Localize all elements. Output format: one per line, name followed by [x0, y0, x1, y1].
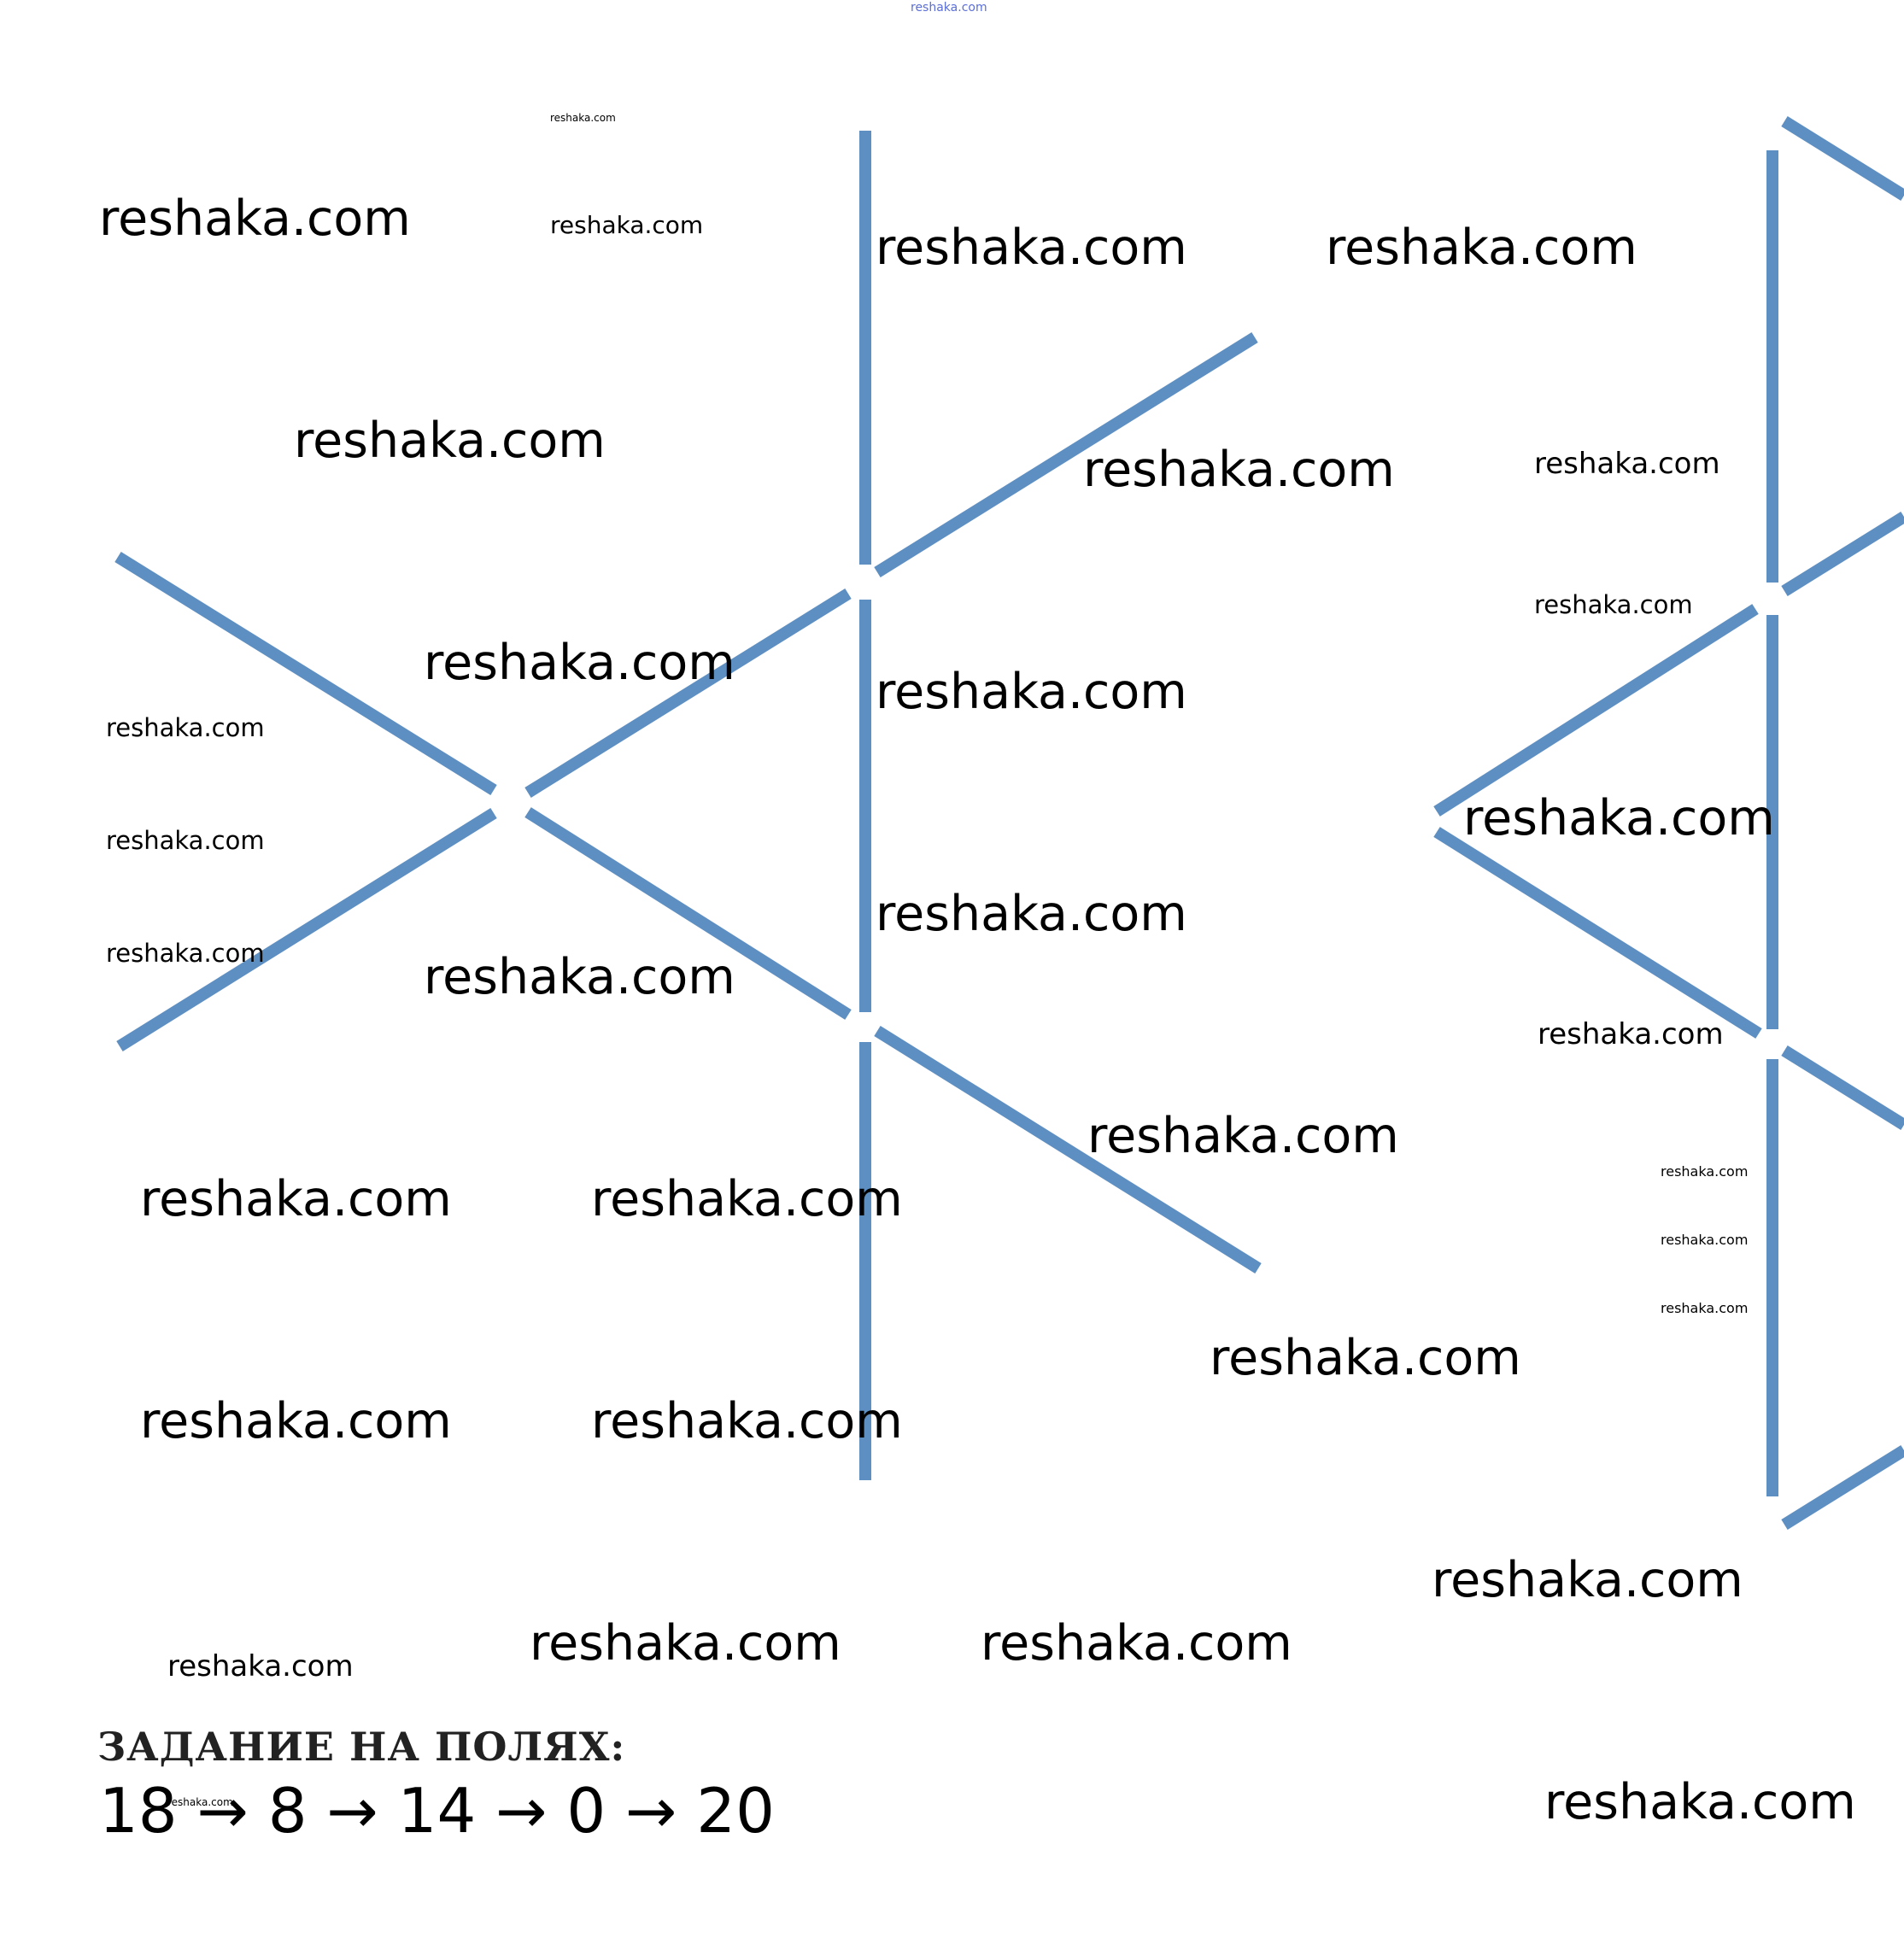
stick — [874, 332, 1258, 577]
watermark: reshaka.com — [1210, 1330, 1521, 1386]
watermark: reshaka.com — [911, 1, 987, 15]
watermark: reshaka.com — [106, 713, 265, 742]
stick — [524, 588, 852, 798]
watermark: reshaka.com — [1544, 1774, 1856, 1830]
watermark: reshaka.com — [140, 1393, 452, 1449]
watermark: reshaka.com — [876, 220, 1187, 276]
watermark: reshaka.com — [550, 211, 704, 239]
task-heading: ЗАДАНИЕ НА ПОЛЯХ: — [97, 1724, 626, 1770]
stick — [1781, 116, 1904, 201]
watermark: reshaka.com — [530, 1615, 841, 1672]
watermark: reshaka.com — [1083, 442, 1395, 498]
watermark: reshaka.com — [1432, 1552, 1743, 1608]
stick — [874, 1026, 1262, 1274]
stick — [114, 552, 497, 795]
stick — [116, 808, 497, 1051]
watermark: reshaka.com — [99, 190, 411, 247]
stick — [1781, 1445, 1904, 1530]
stick — [1781, 512, 1904, 596]
watermark: reshaka.com — [1326, 220, 1637, 276]
watermark: reshaka.com — [1463, 790, 1775, 846]
stick — [1433, 604, 1759, 817]
watermark: reshaka.com — [294, 413, 606, 469]
stick — [1433, 827, 1762, 1039]
watermark: reshaka.com — [1661, 1232, 1749, 1248]
watermark: reshaka.com — [1661, 1300, 1749, 1316]
watermark: reshaka.com — [424, 949, 735, 1005]
watermark: reshaka.com — [1661, 1163, 1749, 1180]
watermark: reshaka.com — [140, 1171, 452, 1227]
watermark: reshaka.com — [981, 1615, 1292, 1672]
number-sequence: 18 → 8 → 14 → 0 → 20 — [99, 1775, 775, 1847]
watermark: reshaka.com — [424, 635, 735, 691]
watermark: reshaka.com — [591, 1393, 903, 1449]
watermark: reshaka.com — [1534, 447, 1720, 481]
watermark: reshaka.com — [167, 1649, 354, 1683]
watermark: reshaka.com — [167, 1796, 233, 1808]
watermark: reshaka.com — [106, 939, 265, 968]
watermark: reshaka.com — [591, 1171, 903, 1227]
stick — [524, 807, 852, 1020]
watermark: reshaka.com — [1534, 590, 1693, 619]
watermark: reshaka.com — [106, 826, 265, 855]
watermark: reshaka.com — [1087, 1108, 1399, 1164]
stick — [1781, 1045, 1904, 1130]
watermark: reshaka.com — [550, 112, 616, 124]
watermark: reshaka.com — [1538, 1017, 1724, 1051]
watermark: reshaka.com — [876, 664, 1187, 720]
watermark: reshaka.com — [876, 886, 1187, 942]
